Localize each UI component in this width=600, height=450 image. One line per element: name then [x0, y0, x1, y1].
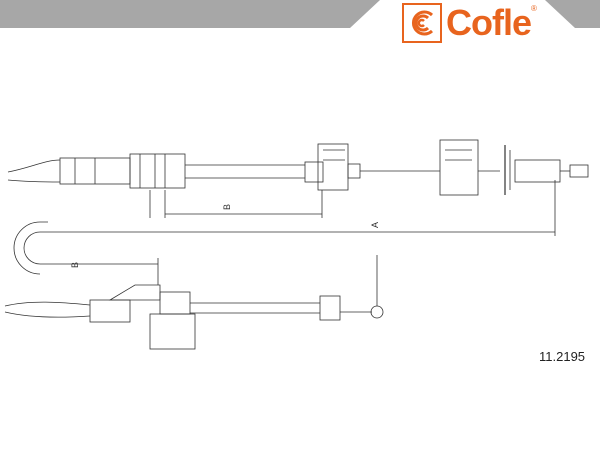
- dim-line-a: [23, 231, 555, 265]
- dim-label-lower: B: [70, 262, 80, 268]
- dim-label-a: A: [370, 222, 380, 228]
- upper-second-bracket: [439, 139, 479, 196]
- brand-name: Cofle: [446, 2, 532, 43]
- lower-flange: [108, 284, 161, 301]
- brand-logo: Cofle: [402, 2, 534, 44]
- upper-end-fitting: [569, 164, 589, 178]
- lower-eye-end: [370, 305, 384, 319]
- upper-sheath-end: [7, 159, 61, 173]
- cofle-logo-mark-icon: [402, 3, 442, 43]
- header-band: [0, 0, 600, 46]
- lower-end-fitting: [319, 295, 341, 321]
- upper-adjuster-nut: [129, 153, 186, 189]
- lower-bracket: [149, 313, 196, 350]
- lower-sheath-end: [4, 301, 91, 307]
- registered-mark: ®: [531, 4, 537, 13]
- part-number: 11.2195: [539, 349, 586, 364]
- upper-bracket: [317, 143, 349, 191]
- dim-label-b: B: [222, 204, 232, 210]
